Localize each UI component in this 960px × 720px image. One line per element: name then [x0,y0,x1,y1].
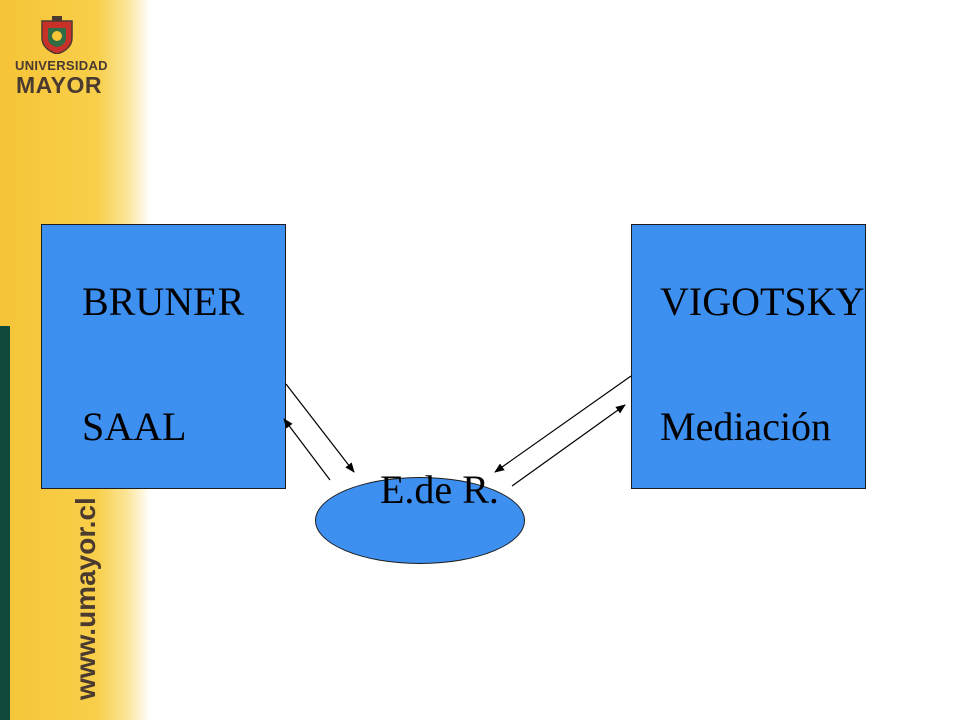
center-ellipse [315,477,525,564]
arrow-vigotsky-to-center [494,375,632,473]
arrow-center-to-vigotsky [511,404,626,487]
center-label: E.de R. [380,467,499,512]
mediacion-label: Mediación [660,404,832,449]
university-crest-icon [41,16,73,54]
vigotsky-box [631,224,866,489]
bruner-label: BRUNER [82,279,245,324]
arrow-center-to-bruner [283,418,331,481]
arrow-bruner-to-center [285,383,355,473]
saal-label: SAAL [82,404,187,449]
logo-university-text: UNIVERSIDAD [15,58,108,73]
vigotsky-label: VIGOTSKY [660,279,865,324]
logo-mayor-text: MAYOR [16,72,102,98]
sidebar-accent-strip [0,326,10,720]
bruner-box [41,224,286,489]
